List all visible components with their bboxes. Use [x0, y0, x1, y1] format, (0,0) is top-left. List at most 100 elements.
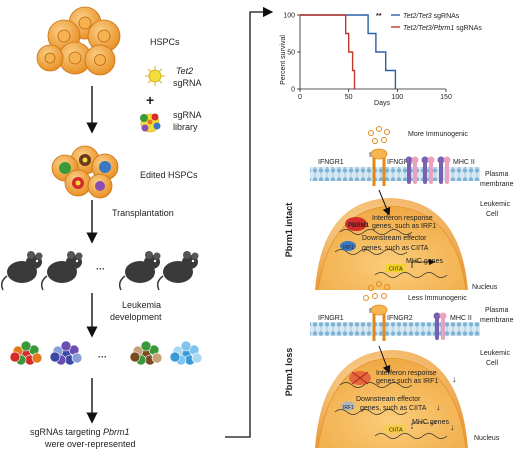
loss-ifngr1-label: IFNGR1: [318, 315, 344, 322]
loss-plasma-label-2: membrane: [480, 317, 514, 324]
intact-mhc2-molecules: [405, 156, 451, 184]
leukemia-label-2: development: [110, 312, 162, 322]
mhc2-molecule: [421, 156, 435, 184]
leukemia-clusters-row: [9, 340, 203, 366]
intact-ifngr2-label: IFNGR2: [387, 159, 413, 166]
mice-ellipsis: ···: [96, 264, 105, 274]
less-immunogenic-label: Less Immunogenic: [408, 295, 467, 302]
chart-ylabel: Percent survival: [280, 35, 287, 85]
loss-ifngr2-label: IFNGR2: [387, 315, 413, 322]
intact-plasma-label-2: membrane: [480, 181, 514, 188]
legend-entry-2: Tet2/Tet3/Pbrm1 sgRNAs: [403, 25, 482, 32]
intact-leukemic-label-2: Cell: [486, 211, 499, 218]
loss-plasma-label-1: Plasma: [485, 307, 508, 314]
workflow-panel: HSPCs Tet2 sgRNA + sgRNA library: [0, 6, 203, 449]
intact-mhc-genes-label: MHC genes: [406, 258, 443, 265]
pbrm1-loss-panel: Pbrm1 loss IFN-γ Less Immunogenic IFNGR1…: [284, 281, 514, 449]
loss-pbrm1-strike-2: [351, 371, 369, 385]
plus-sign: +: [146, 92, 154, 108]
intact-bottom-mask: [300, 290, 480, 294]
legend-entry-1: Tet2/Tet3 sgRNAs: [403, 13, 460, 20]
mice-row: [0, 251, 199, 291]
leukemia-cluster: [49, 340, 83, 366]
loss-mhc-genes-label: MHC genes: [412, 419, 449, 426]
intact-ifr-label-1: Interferon response: [372, 215, 433, 222]
loss-ciita-label: CIITA: [389, 428, 403, 434]
loss-dna-1: [339, 382, 413, 388]
result-label-1: sgRNAs targeting Pbrm1: [30, 427, 130, 437]
loss-signal-arrow: [378, 345, 391, 374]
mouse-icon: [156, 251, 199, 291]
pbrm1-protein: [345, 217, 367, 231]
edited-hspcs-label: Edited HSPCs: [140, 170, 198, 180]
pbrm1-label: PBRM1: [348, 223, 370, 229]
intact-plasma-label-1: Plasma: [485, 171, 508, 178]
intact-downstream-label: Downstream effector: [362, 235, 427, 242]
loss-leukemic-label-1: Leukemic: [480, 350, 510, 357]
loss-down-arrow-1: ↓: [452, 374, 457, 384]
mhc2-molecule: [433, 312, 447, 340]
intact-ciita-genes-label: genes, such as CIITA: [362, 245, 429, 252]
sgrna-library-label-2: library: [173, 122, 198, 132]
y-tick-label: 50: [287, 50, 295, 57]
x-tick-label: 0: [298, 94, 302, 101]
mouse-icon: [118, 251, 161, 291]
x-tick-label: 150: [440, 94, 452, 101]
hspc-cluster: [36, 6, 121, 76]
intact-irf1-protein: [340, 241, 356, 251]
loss-ifr-label-1: Interferon response: [376, 370, 437, 377]
intact-irf1-label: IRF1: [343, 245, 354, 251]
pbrm1-intact-panel: Pbrm1 intact IFN-γ More Immunogenic IFNG…: [284, 126, 514, 294]
loss-nucleus-label: Nucleus: [474, 435, 500, 442]
leukemia-cluster: [169, 340, 203, 366]
intact-dna-3: [374, 272, 448, 278]
edited-hspc-cluster: [51, 145, 119, 199]
series-line-1: [300, 14, 397, 89]
intact-ciita-protein: [386, 264, 406, 272]
loss-downstream-label-1: Downstream effector: [356, 396, 421, 403]
clusters-ellipsis: ···: [98, 352, 107, 362]
more-immunogenic-label: More Immunogenic: [408, 131, 468, 138]
x-tick-label: 50: [345, 94, 353, 101]
intact-ifngr1-label: IFNGR1: [318, 159, 344, 166]
sgrna-library-label-1: sgRNA: [173, 110, 202, 120]
loss-downstream-label-2: genes, such as CIITA: [360, 405, 427, 412]
mouse-icon: [0, 251, 43, 291]
leukemia-cluster: [9, 340, 43, 366]
loss-down-arrow-2: ↓: [436, 402, 441, 412]
chart-xlabel: Days: [374, 100, 390, 107]
intact-dna-2: [334, 249, 408, 255]
loss-ifn-molecules: [363, 281, 390, 301]
loss-dna-3: [374, 433, 448, 439]
series-line-2: [300, 14, 356, 89]
x-tick-label: 100: [391, 94, 403, 101]
intact-mhc2-label: MHC II: [453, 159, 475, 166]
intact-ifr-label-2: genes, such as IRF1: [372, 223, 436, 230]
hspcs-label: HSPCs: [150, 37, 180, 47]
loss-side-label: Pbrm1 loss: [284, 348, 294, 397]
loss-ifngr-receptor: [370, 304, 388, 341]
intact-nucleus-label: Nucleus: [472, 284, 498, 291]
loss-ciita-protein: [386, 425, 406, 433]
tet2-sgrna-icon: [145, 66, 165, 86]
intact-ifngr-receptor: [370, 148, 388, 186]
loss-membrane: [310, 322, 480, 336]
loss-transcription-arrow: [411, 422, 436, 429]
intact-ifn-molecules: [368, 126, 390, 144]
mhc2-molecule: [437, 156, 451, 184]
y-tick-label: 0: [291, 87, 295, 94]
loss-down-arrow-3: ↓: [450, 422, 455, 432]
intact-signal-arrow: [378, 189, 391, 216]
intact-side-label: Pbrm1 intact: [284, 203, 294, 258]
intact-ciita-label: CIITA: [389, 267, 403, 273]
intact-dna-1: [339, 229, 413, 235]
loss-leukemic-label-2: Cell: [486, 360, 499, 367]
loss-mhc2-molecule: [433, 312, 447, 340]
loss-irf1-label: IRF1: [343, 405, 354, 411]
significance-mark: **: [376, 13, 382, 20]
connector-arrow: [225, 6, 274, 438]
loss-dna-2: [334, 409, 408, 415]
